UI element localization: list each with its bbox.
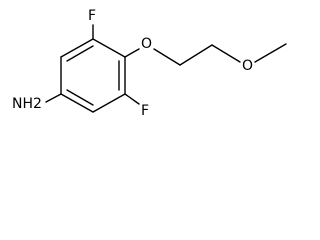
bond-c3-f-bottom — [124, 93, 140, 105]
bond-o-ether-ch2 — [153, 48, 181, 66]
benzene-ring — [60, 38, 126, 113]
fluorine-bottom-label: F — [141, 103, 149, 119]
ring-double-bond-c4-c5 — [66, 89, 94, 106]
ether-oxygen-label: O — [141, 36, 152, 52]
bond-c5-nh2 — [45, 93, 62, 103]
ring-bond-c3-c4 — [92, 93, 126, 113]
amine-label: NH2 — [12, 96, 42, 112]
ring-bond-c4-c5 — [60, 93, 94, 113]
molecule-structure: F O O NH2 F — [12, 8, 287, 119]
fluorine-top-label: F — [88, 8, 96, 24]
methoxy-oxygen-label: O — [242, 58, 253, 74]
ring-bond-c6-c1 — [60, 38, 94, 58]
ring-double-bond-c6-c1 — [66, 45, 94, 62]
ring-bond-c1-c2 — [92, 38, 126, 58]
bond-ch2-ch2 — [179, 44, 213, 66]
bond-c2-o-ether — [124, 48, 140, 58]
bond-o-methoxy-ch3 — [254, 43, 287, 63]
bond-ch2-o-methoxy — [211, 44, 241, 63]
